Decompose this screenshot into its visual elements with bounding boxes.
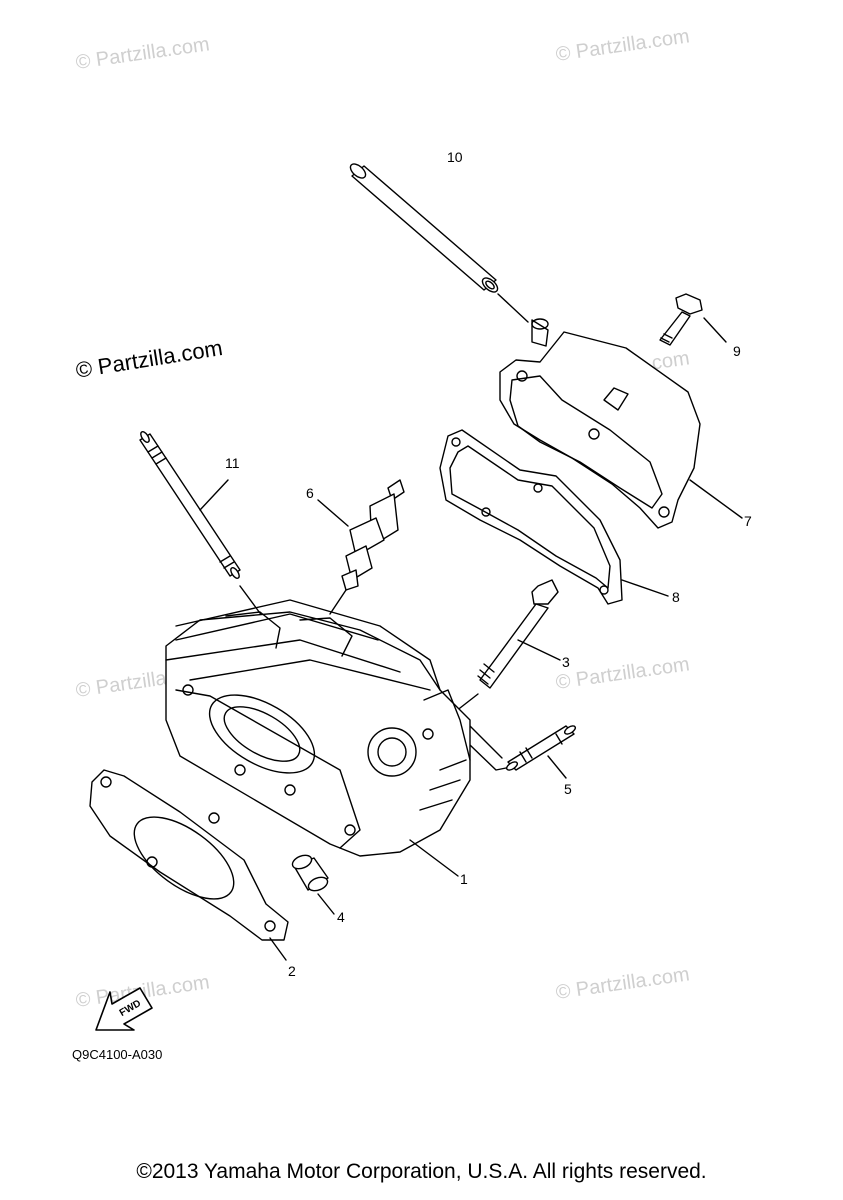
- part-1-cylinder-head: [165, 599, 471, 877]
- part-11-stud: [139, 431, 269, 625]
- callout-7[interactable]: 7: [744, 513, 752, 529]
- part-4-dowel-pin: [291, 854, 335, 915]
- callout-1[interactable]: 1: [460, 871, 468, 887]
- callout-4[interactable]: 4: [337, 909, 345, 925]
- copyright-notice: ©2013 Yamaha Motor Corporation, U.S.A. A…: [136, 1160, 707, 1183]
- part-9-bolt: [659, 293, 727, 346]
- fwd-arrow-icon: [95, 987, 153, 1031]
- part-3-bolt: [441, 579, 561, 723]
- callout-3[interactable]: 3: [562, 654, 570, 670]
- callout-8[interactable]: 8: [672, 589, 680, 605]
- part-2-head-gasket: [89, 769, 289, 961]
- callout-9[interactable]: 9: [733, 343, 741, 359]
- part-6-spark-plug: [317, 479, 405, 615]
- callout-10[interactable]: 10: [447, 149, 463, 165]
- callout-5[interactable]: 5: [564, 781, 572, 797]
- part-10-hose: [349, 163, 529, 323]
- diagram-code: Q9C4100-A030: [72, 1047, 163, 1062]
- part-8-gasket: [439, 429, 669, 605]
- part-7-cover: [499, 318, 743, 529]
- callout-2[interactable]: 2: [288, 963, 296, 979]
- callout-11[interactable]: 11: [225, 455, 240, 471]
- callout-6[interactable]: 6: [306, 485, 314, 501]
